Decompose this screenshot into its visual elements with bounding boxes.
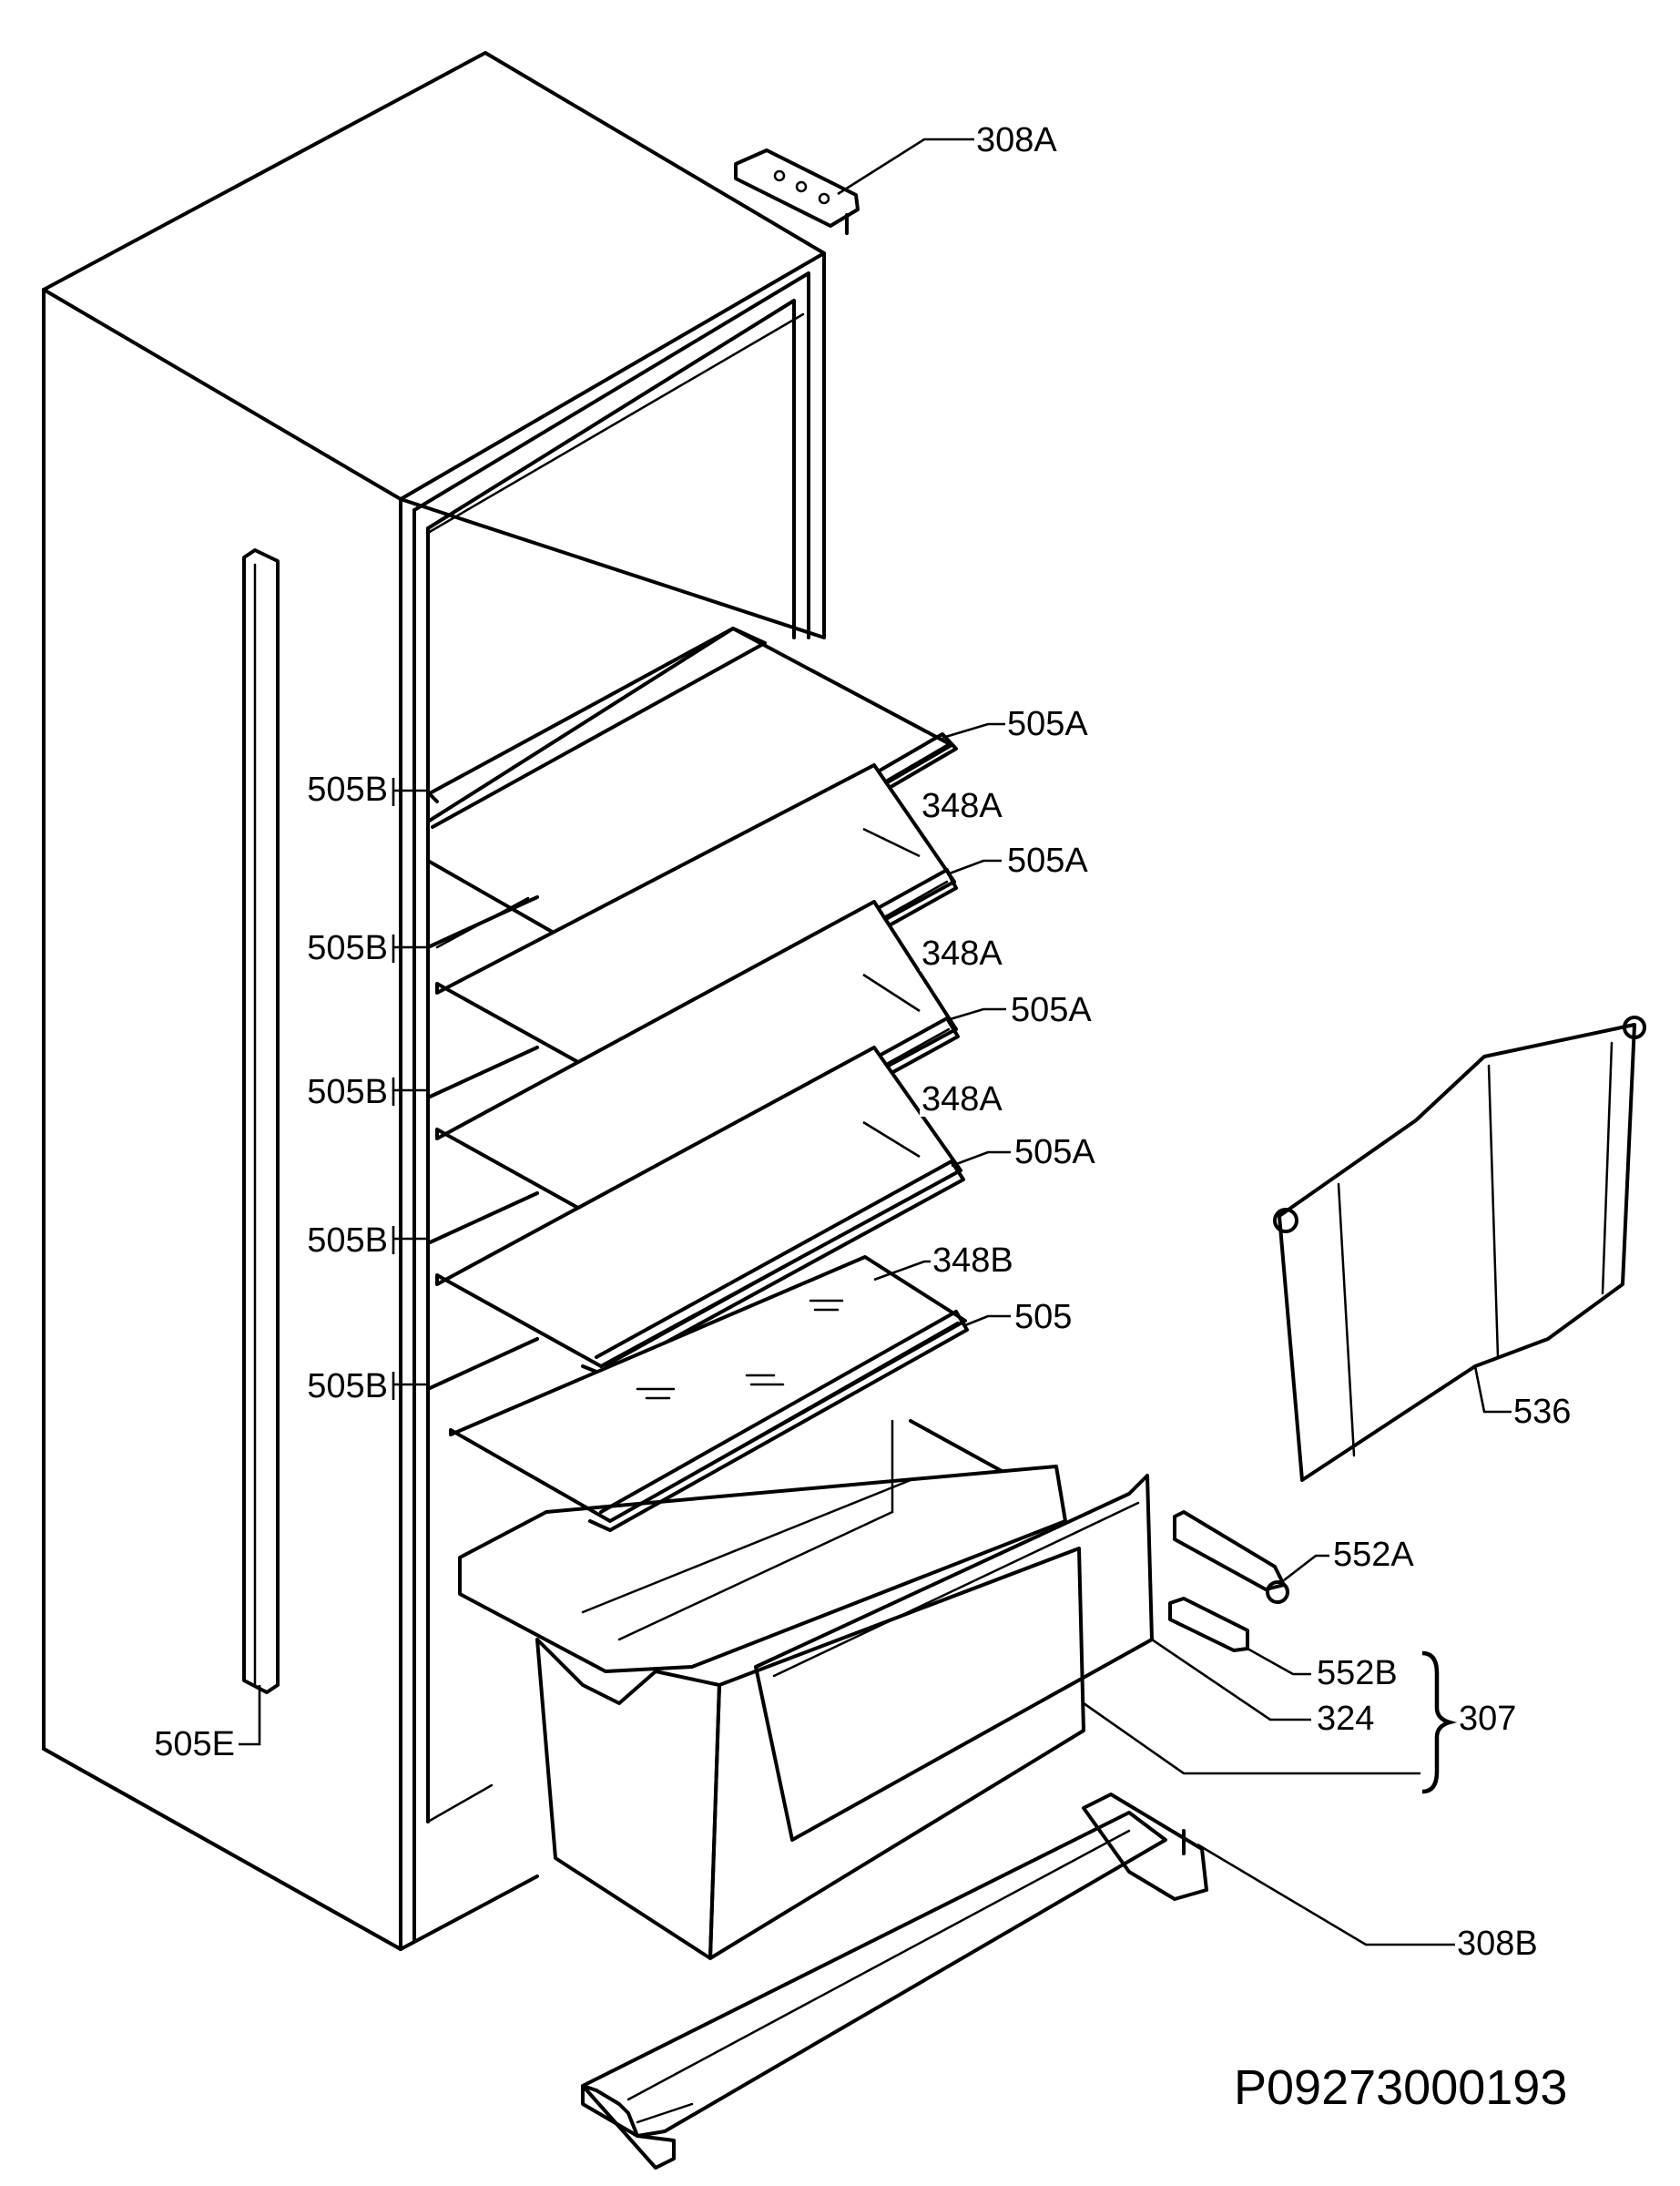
label-505a-1: 505A (1005, 705, 1090, 743)
rails (1168, 1510, 1289, 1652)
label-505b-2: 505B (305, 929, 390, 967)
label-552a: 552A (1331, 1536, 1416, 1574)
shelves (426, 627, 969, 1532)
label-307: 307 (1457, 1700, 1519, 1738)
label-348a-2: 348A (920, 935, 1004, 973)
label-552b: 552B (1315, 1654, 1400, 1692)
label-348a-1: 348A (920, 787, 1004, 825)
label-308a: 308A (974, 121, 1059, 159)
label-348b: 348B (931, 1241, 1015, 1280)
crisper-cover (1273, 1016, 1646, 1482)
bottom-hinge (581, 1793, 1208, 2170)
label-505a-2: 505A (1005, 842, 1090, 880)
shelf-5 (449, 1255, 969, 1532)
label-505a-4: 505A (1013, 1133, 1097, 1171)
leader-lines (239, 138, 1512, 1946)
label-505b-4: 505B (305, 1221, 390, 1260)
cabinet-body (42, 51, 826, 1951)
label-505b-1: 505B (305, 771, 390, 809)
crisper-drawer (458, 1419, 1154, 1960)
label-505a-3: 505A (1009, 991, 1094, 1029)
drawing-code: P09273000193 (1234, 2060, 1568, 2115)
label-505: 505 (1013, 1298, 1074, 1336)
door-strip (242, 548, 280, 1694)
label-505b-5: 505B (305, 1367, 390, 1405)
label-348a-3: 348A (920, 1080, 1004, 1119)
label-324: 324 (1315, 1700, 1377, 1738)
label-505b-3: 505B (305, 1073, 390, 1111)
label-505e: 505E (152, 1725, 237, 1763)
top-hinge (734, 148, 860, 235)
label-536: 536 (1512, 1393, 1573, 1431)
label-308b: 308B (1455, 1925, 1540, 1963)
